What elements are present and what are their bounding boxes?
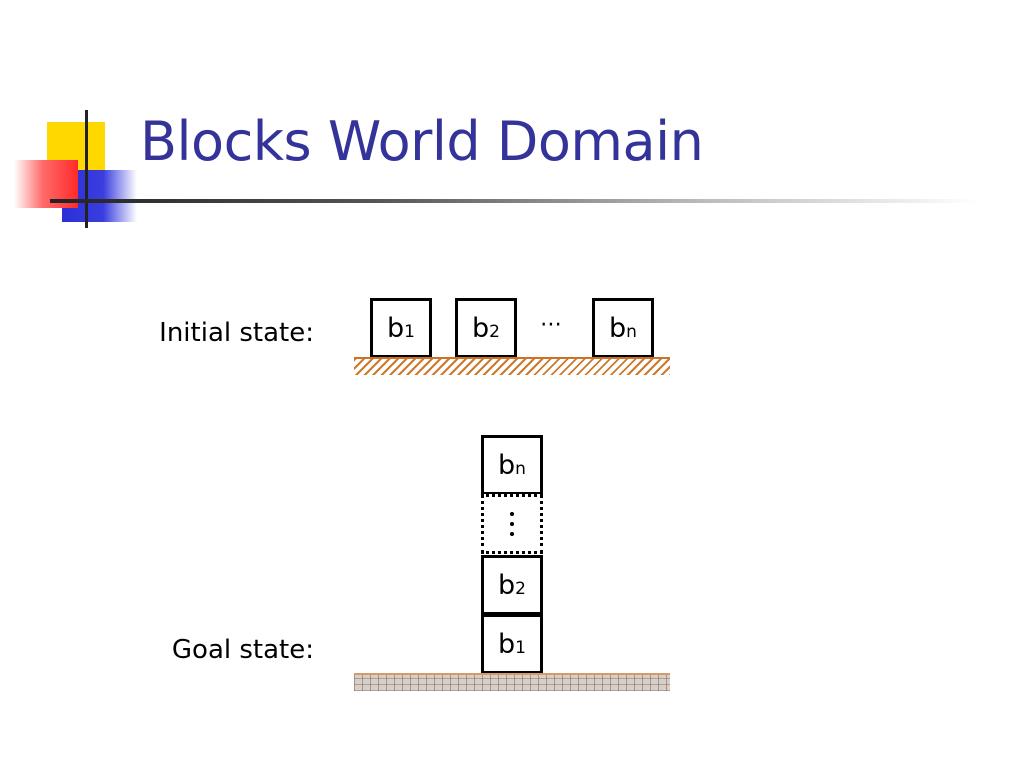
block-base: b: [498, 569, 516, 601]
block-base: b: [387, 312, 405, 344]
block-base: b: [498, 628, 516, 660]
vertical-ellipsis-icon: [510, 512, 514, 536]
block-subscript: 1: [404, 321, 415, 342]
block-subscript: 2: [515, 578, 526, 599]
horizontal-ellipsis: ⋯: [540, 312, 563, 337]
block-base: b: [498, 449, 516, 481]
logo-vertical-line: [85, 110, 88, 228]
goal-state-label: Goal state:: [171, 635, 314, 665]
initial-ground-table: [354, 357, 670, 375]
block-subscript: n: [515, 458, 526, 479]
goal-block-gap: [481, 494, 543, 554]
block-base: b: [472, 312, 490, 344]
block-subscript: 1: [515, 637, 526, 658]
slide-title: Blocks World Domain: [140, 110, 704, 173]
block-subscript: n: [626, 321, 637, 342]
block-subscript: 2: [489, 321, 500, 342]
title-underline: [50, 199, 980, 203]
goal-ground-table: [354, 673, 670, 691]
initial-state-label: Initial state:: [159, 318, 314, 348]
block-base: b: [609, 312, 627, 344]
